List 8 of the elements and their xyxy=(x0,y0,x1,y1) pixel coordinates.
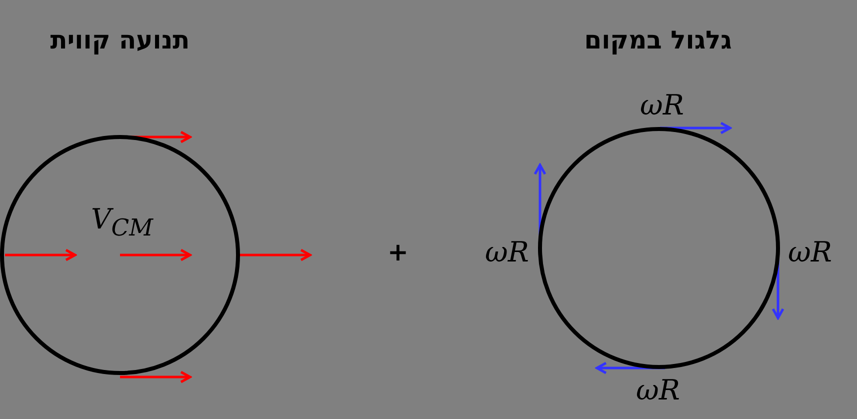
velocity-label: ωR xyxy=(788,236,832,268)
velocity-label: ωR xyxy=(640,88,684,122)
velocity-label: ωR xyxy=(485,236,529,268)
velocity-label: ωR xyxy=(636,374,680,406)
plus-sign: + xyxy=(388,238,408,266)
velocity-label: V$_{CM}$ xyxy=(91,202,153,242)
panel-title: תנועה קווית xyxy=(50,26,190,54)
panel-title: גלגול במקום xyxy=(584,26,732,54)
